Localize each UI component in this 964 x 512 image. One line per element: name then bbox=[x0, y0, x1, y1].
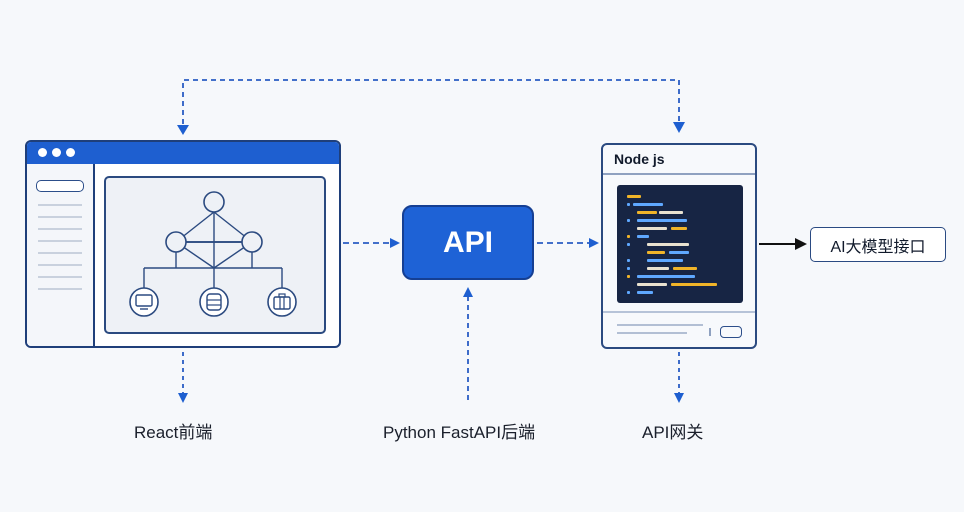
status-divider bbox=[709, 328, 711, 336]
window-dot-icon bbox=[66, 148, 75, 157]
code-line bbox=[671, 227, 687, 230]
code-line bbox=[633, 203, 663, 206]
code-line bbox=[647, 243, 689, 246]
code-line bbox=[659, 211, 683, 214]
code-line bbox=[673, 267, 697, 270]
sidebar-line bbox=[38, 204, 82, 206]
top-loop-arrow-right bbox=[673, 122, 685, 133]
code-line bbox=[627, 219, 630, 222]
code-line bbox=[647, 259, 683, 262]
status-line bbox=[617, 324, 703, 326]
code-line bbox=[627, 259, 630, 262]
code-editor-panel bbox=[617, 185, 743, 303]
sidebar-line bbox=[38, 228, 82, 230]
window-titlebar bbox=[27, 142, 339, 164]
react-frontend-caption: React前端 bbox=[134, 423, 213, 442]
window-dot-icon bbox=[38, 148, 47, 157]
code-line bbox=[647, 267, 669, 270]
sidebar-line bbox=[38, 276, 82, 278]
code-line bbox=[637, 219, 687, 222]
code-line bbox=[627, 267, 630, 270]
api-gateway-caption: API网关 bbox=[642, 423, 704, 442]
react-frontend-window bbox=[25, 140, 341, 348]
monitor-icon bbox=[129, 287, 159, 317]
database-icon bbox=[199, 287, 229, 317]
code-line bbox=[627, 203, 630, 206]
sidebar-line bbox=[38, 288, 82, 290]
code-line bbox=[647, 251, 665, 254]
component-tree-graphic bbox=[129, 191, 297, 317]
top-loop-connector bbox=[182, 79, 680, 133]
status-line bbox=[617, 332, 687, 334]
sidebar-line bbox=[38, 252, 82, 254]
react-content-panel bbox=[104, 176, 326, 334]
top-loop-arrow-left bbox=[177, 125, 189, 135]
react-sidebar bbox=[27, 164, 95, 346]
root-node-icon bbox=[203, 191, 225, 213]
tree-node-icon bbox=[241, 231, 263, 253]
node-js-window: Node js bbox=[601, 143, 757, 349]
sidebar-line bbox=[38, 216, 82, 218]
sidebar-search-pill bbox=[36, 180, 84, 192]
window-dot-icon bbox=[52, 148, 61, 157]
divider bbox=[603, 173, 755, 175]
api-box: API bbox=[402, 205, 534, 280]
node-window-title: Node js bbox=[614, 151, 665, 167]
sidebar-line bbox=[38, 264, 82, 266]
code-line bbox=[627, 243, 630, 246]
divider bbox=[603, 311, 755, 313]
code-line bbox=[637, 275, 695, 278]
code-line bbox=[627, 195, 641, 198]
code-line bbox=[627, 291, 630, 294]
fastapi-backend-caption: Python FastAPI后端 bbox=[383, 423, 536, 442]
status-pill bbox=[720, 326, 742, 338]
code-line bbox=[637, 227, 667, 230]
ai-model-interface-box: AI大模型接口 bbox=[810, 227, 946, 262]
code-line bbox=[671, 283, 717, 286]
code-line bbox=[637, 211, 657, 214]
code-line bbox=[627, 275, 630, 278]
code-line bbox=[637, 291, 653, 294]
sidebar-line bbox=[38, 240, 82, 242]
tree-node-icon bbox=[165, 231, 187, 253]
code-line bbox=[669, 251, 689, 254]
code-line bbox=[637, 235, 649, 238]
code-line bbox=[637, 283, 667, 286]
briefcase-icon bbox=[267, 287, 297, 317]
code-line bbox=[627, 235, 630, 238]
